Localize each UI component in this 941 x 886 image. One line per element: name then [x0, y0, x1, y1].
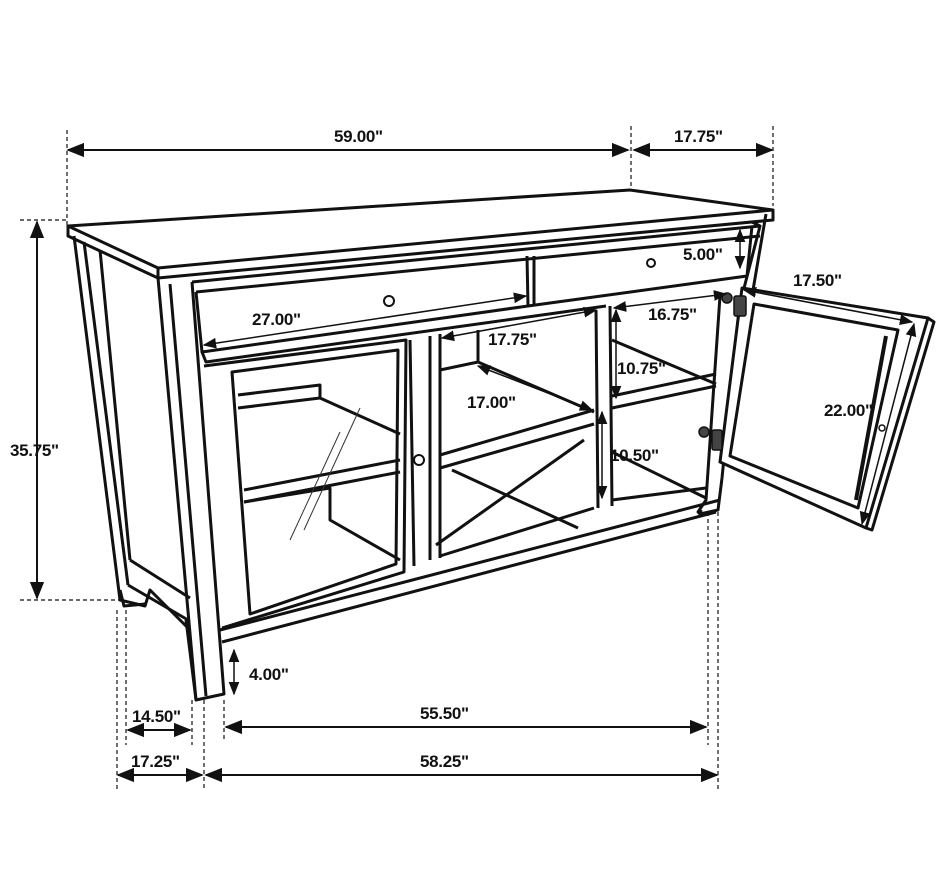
drawer-right-knob [646, 258, 656, 268]
dim-lower-shelf-height: 10.50" [610, 446, 659, 465]
door-right-knob [878, 424, 886, 432]
dim-drawer-width: 27.00" [252, 310, 301, 329]
dim-center-bay-width: 17.75" [488, 330, 537, 349]
dim-drawer-height: 5.00" [683, 245, 723, 264]
dim-right-bay-width: 16.75" [648, 305, 697, 324]
knobs [383, 258, 656, 466]
drawer-left-knob [383, 295, 395, 307]
dim-overall-width: 59.00" [334, 127, 383, 146]
dim-inner-leg-width: 55.50" [420, 704, 469, 723]
dim-leg-outer-width: 58.25" [420, 752, 469, 771]
dim-leg-outer-depth: 17.25" [131, 752, 180, 771]
dim-door-height: 22.00" [824, 401, 873, 420]
dimension-lines [20, 126, 917, 790]
dim-leg-clearance: 4.00" [249, 665, 289, 684]
cabinet-outline [66, 188, 775, 702]
dim-center-bay-depth: 17.00" [467, 393, 516, 412]
dim-overall-depth: 17.75" [674, 127, 723, 146]
door-left-knob [413, 454, 425, 466]
dim-door-width: 17.50" [793, 271, 842, 290]
dim-upper-shelf-height: 10.75" [617, 359, 666, 378]
dim-inner-leg-depth: 14.50" [132, 707, 181, 726]
dim-overall-height: 35.75" [10, 441, 59, 460]
